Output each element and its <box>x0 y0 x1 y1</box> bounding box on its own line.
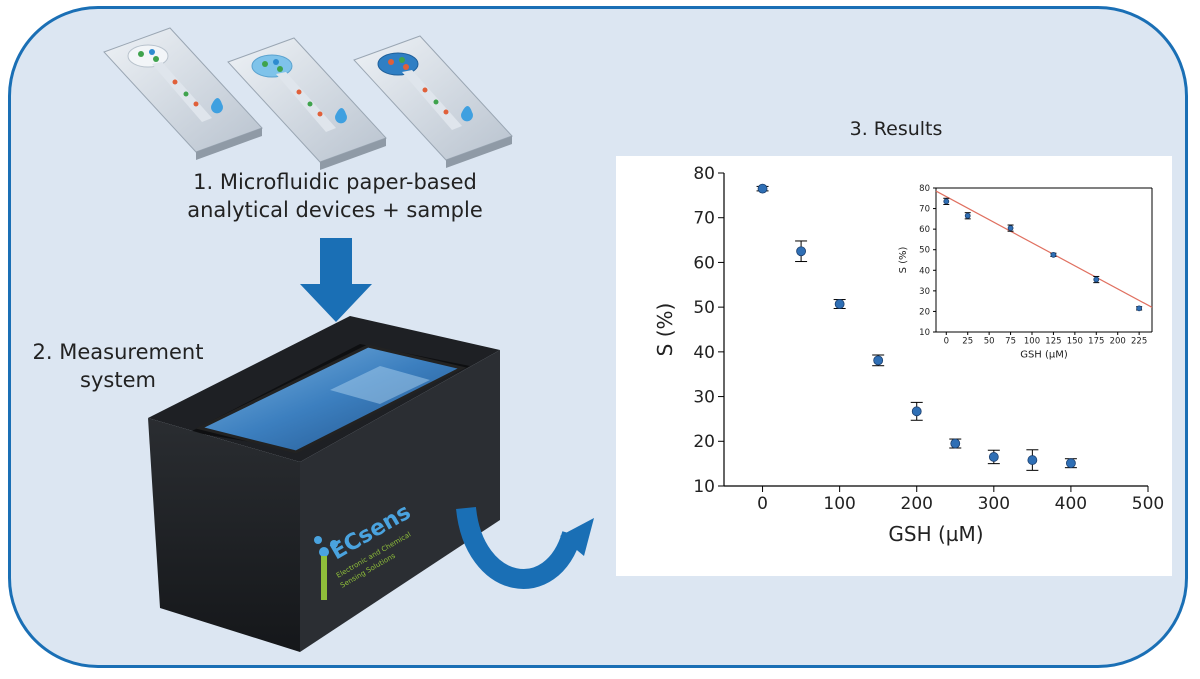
inset-y-tick-label: 60 <box>919 225 930 235</box>
inset-data-point <box>1007 225 1014 232</box>
main-y-tick-label: 20 <box>693 432 715 452</box>
main-x-tick-label: 400 <box>1055 494 1087 514</box>
step1-line1: 1. Microfluidic paper-based <box>193 170 477 194</box>
step1-label: 1. Microfluidic paper-based analytical d… <box>120 168 550 224</box>
step2-line1: 2. Measurement <box>32 340 204 364</box>
step1-line2: analytical devices + sample <box>187 198 483 222</box>
main-y-tick-label: 30 <box>693 388 715 408</box>
main-data-point <box>757 183 768 194</box>
inset-x-tick-label: 125 <box>1045 337 1061 347</box>
main-data-point <box>988 452 999 462</box>
main-data-point <box>1066 458 1076 469</box>
inset-x-tick-label: 100 <box>1024 337 1040 347</box>
inset-data-point <box>964 212 971 219</box>
inset-chart: 0 25 50 75 100 125 150 175 200 225 10 20 30 40 50 60 70 8… <box>898 184 1153 361</box>
main-x-axis-label: GSH (µM) <box>888 522 983 546</box>
main-y-tick-label: 40 <box>693 343 715 363</box>
inset-data-point <box>1050 251 1057 258</box>
inset-y-tick-label: 80 <box>919 184 930 194</box>
main-data-point <box>834 299 845 309</box>
main-x-tick-label: 300 <box>978 494 1010 514</box>
main-y-tick-label: 50 <box>693 298 715 318</box>
inset-fit-line <box>935 190 1153 308</box>
inset-y-tick-label: 70 <box>919 205 930 215</box>
paper-device-3 <box>353 35 513 168</box>
main-data-point <box>950 438 961 449</box>
main-y-tick-label: 60 <box>693 253 715 273</box>
inset-x-tick-label: 200 <box>1110 337 1126 347</box>
main-x-tick-label: 0 <box>757 494 768 514</box>
inset-x-tick-label: 175 <box>1088 337 1104 347</box>
inset-data-point <box>1136 305 1143 312</box>
main-y-tick-label: 70 <box>693 209 715 229</box>
main-data-point <box>796 246 806 257</box>
curved-arrow-icon <box>456 506 594 589</box>
inset-y-tick-label: 40 <box>919 266 930 276</box>
inset-y-tick-label: 10 <box>919 328 930 338</box>
main-x-tick-label: 100 <box>823 494 855 514</box>
step2-line2: system <box>80 368 156 392</box>
main-data-point <box>873 355 884 366</box>
main-y-tick-label: 10 <box>693 477 715 497</box>
paper-device-1 <box>103 27 263 160</box>
inset-x-tick-label: 50 <box>984 337 995 347</box>
main-x-tick-label: 500 <box>1132 494 1164 514</box>
paper-device-2 <box>227 37 387 170</box>
inset-x-axis-label: GSH (µM) <box>1020 350 1068 361</box>
inset-y-tick-label: 20 <box>919 307 930 317</box>
inset-y-tick-label: 50 <box>919 246 930 256</box>
inset-x-tick-label: 0 <box>944 337 949 347</box>
measurement-box: ECsens Electronic and Chemical Sensing S… <box>148 316 500 652</box>
inset-x-tick-label: 150 <box>1067 337 1083 347</box>
inset-x-tick-label: 25 <box>962 337 973 347</box>
inset-data-point <box>943 198 950 205</box>
main-x-tick-label: 200 <box>901 494 933 514</box>
inset-x-tick-label: 225 <box>1131 337 1147 347</box>
step2-label: 2. Measurement system <box>18 338 218 394</box>
main-data-point <box>1027 455 1038 465</box>
main-data-point <box>911 406 922 417</box>
main-y-tick-label: 80 <box>693 164 715 184</box>
inset-y-axis-label: S (%) <box>898 246 909 273</box>
step3-label: 3. Results <box>849 118 943 140</box>
inset-x-tick-label: 75 <box>1005 337 1016 347</box>
main-y-axis-label: S (%) <box>653 303 677 357</box>
down-arrow-icon <box>300 238 372 322</box>
inset-data-point <box>1093 276 1100 283</box>
inset-y-tick-label: 30 <box>919 287 930 297</box>
